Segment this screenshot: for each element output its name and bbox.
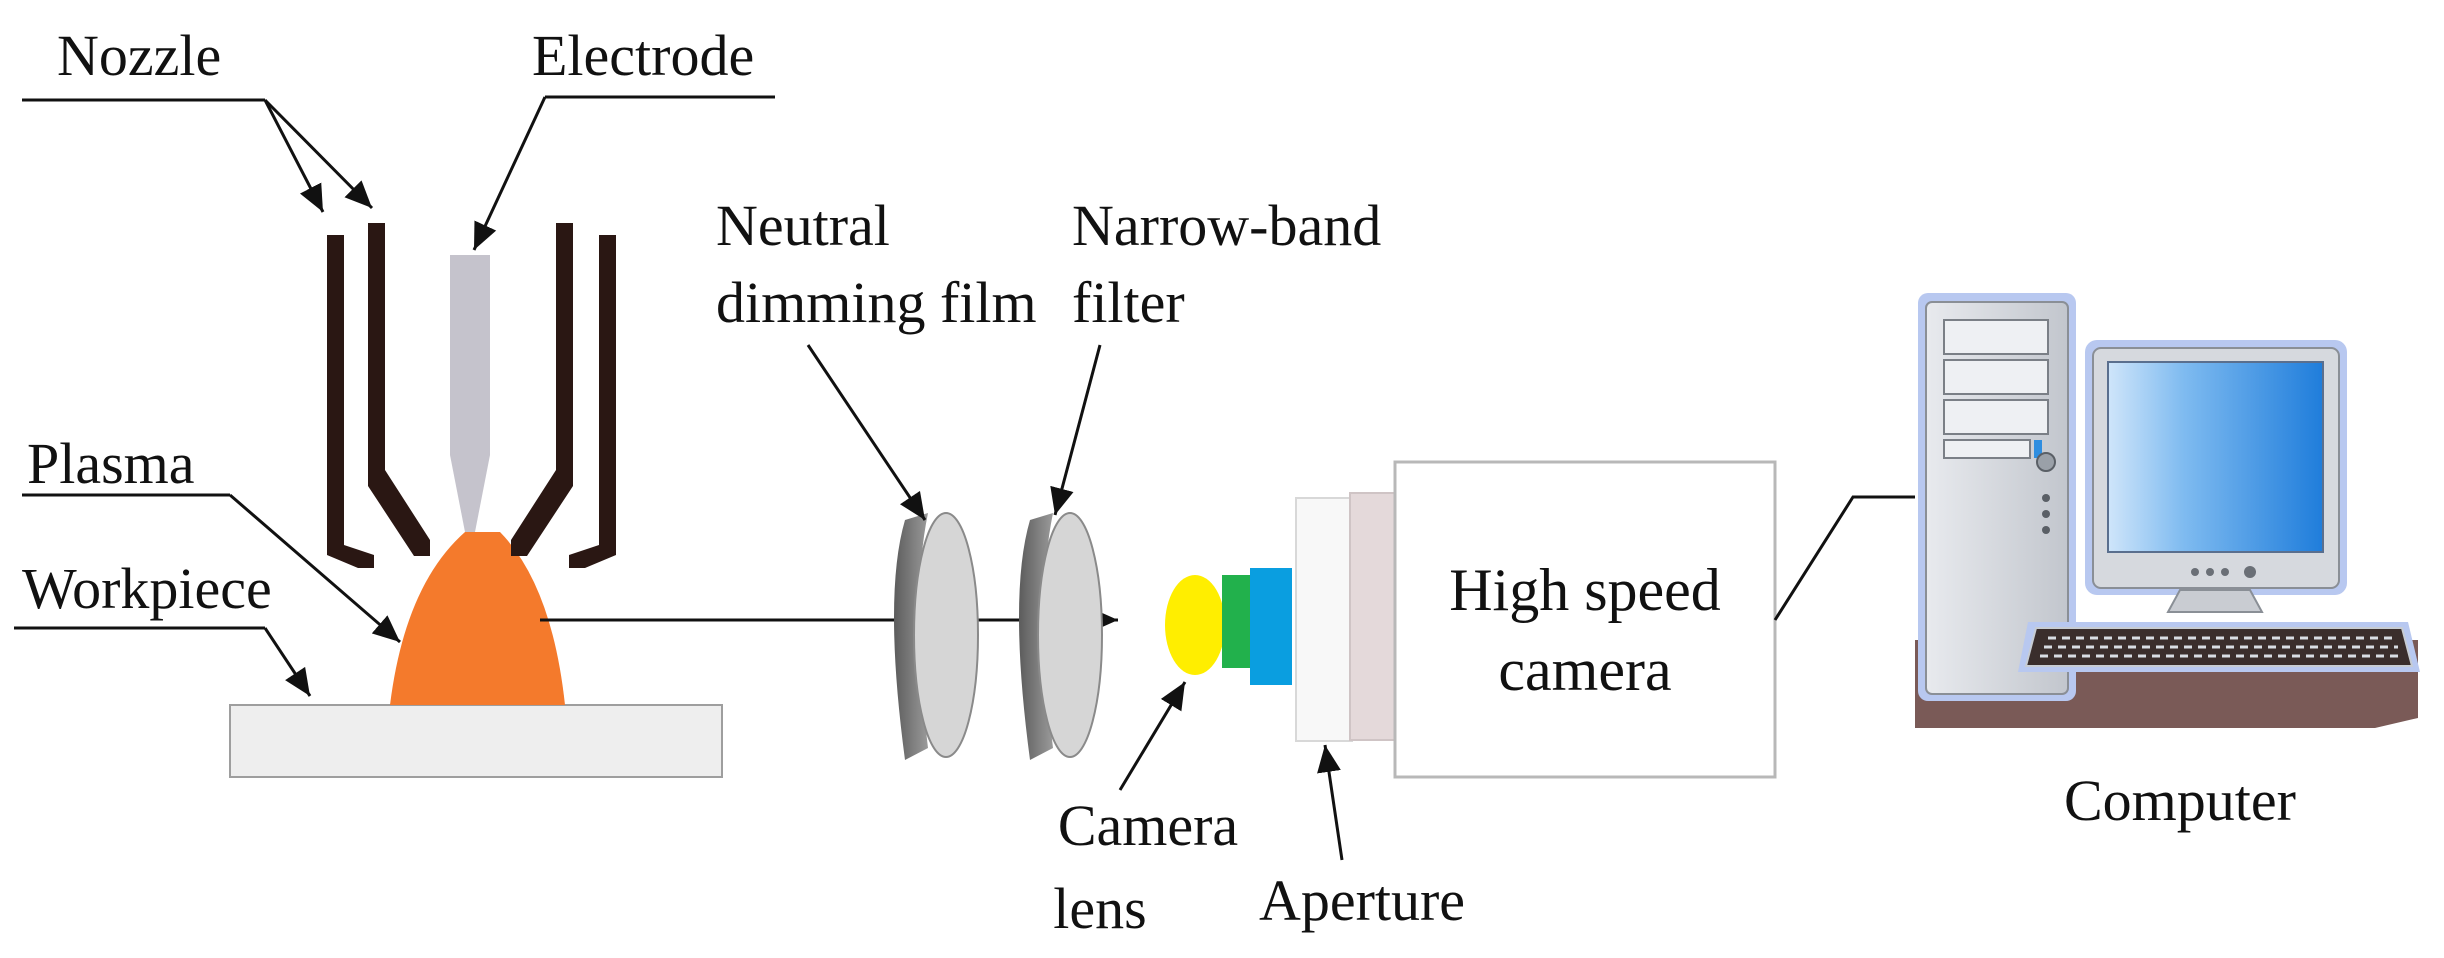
welding-torch: [229, 223, 723, 778]
neutral-dimming-film-label-line2: dimming film: [716, 270, 1037, 335]
narrow-band-filter: [1019, 512, 1103, 760]
aperture-arrow: [1317, 744, 1344, 861]
workpiece-arrow: [263, 627, 312, 697]
nozzle-right-outer: [569, 235, 616, 568]
narrow-band-filter-label-line2: filter: [1072, 270, 1185, 335]
nozzle-label: Nozzle: [57, 23, 221, 88]
workpiece-label: Workpiece: [22, 556, 272, 621]
plasma-label: Plasma: [27, 431, 195, 496]
nozzle-left-inner: [368, 223, 430, 556]
electrode: [450, 255, 490, 532]
camera-lens-label-line2: lens: [1053, 876, 1146, 941]
monitor-screen: [2107, 361, 2324, 553]
aperture-label: Aperture: [1259, 868, 1465, 933]
high-speed-camera-label-line2: camera: [1498, 637, 1671, 703]
aperture-back: [1349, 492, 1396, 741]
narrow-band-filter-arrow: [1050, 344, 1102, 516]
nozzle-left-outer: [327, 235, 374, 568]
workpiece: [229, 704, 723, 778]
neutral-dimming-film-label-line1: Neutral: [716, 193, 890, 258]
green-filter: [1222, 575, 1254, 668]
computer: [1915, 293, 2420, 728]
camera-lens: [1165, 575, 1225, 675]
high-speed-camera-label-line1: High speed: [1449, 557, 1721, 623]
neutral-dimming-film-arrow: [806, 344, 927, 521]
nozzle-arrow-1: [263, 99, 325, 213]
computer-label: Computer: [2064, 768, 2296, 833]
electrode-arrow: [472, 96, 547, 251]
plasma-arrow: [229, 493, 401, 644]
neutral-dimming-film: [894, 512, 979, 760]
nozzle-arrow-2: [263, 98, 374, 210]
camera-computer-cable: [1773, 495, 1915, 621]
camera-lens-arrow: [1118, 681, 1187, 791]
plasma: [390, 532, 565, 705]
camera-lens-label-line1: Camera: [1058, 793, 1238, 858]
narrow-band-filter-label-line1: Narrow-band: [1072, 193, 1381, 258]
electrode-label: Electrode: [532, 23, 754, 88]
high-speed-camera: [1393, 460, 1777, 779]
nozzle-right-inner: [511, 223, 573, 556]
blue-filter: [1250, 568, 1292, 685]
aperture-front: [1295, 497, 1353, 742]
